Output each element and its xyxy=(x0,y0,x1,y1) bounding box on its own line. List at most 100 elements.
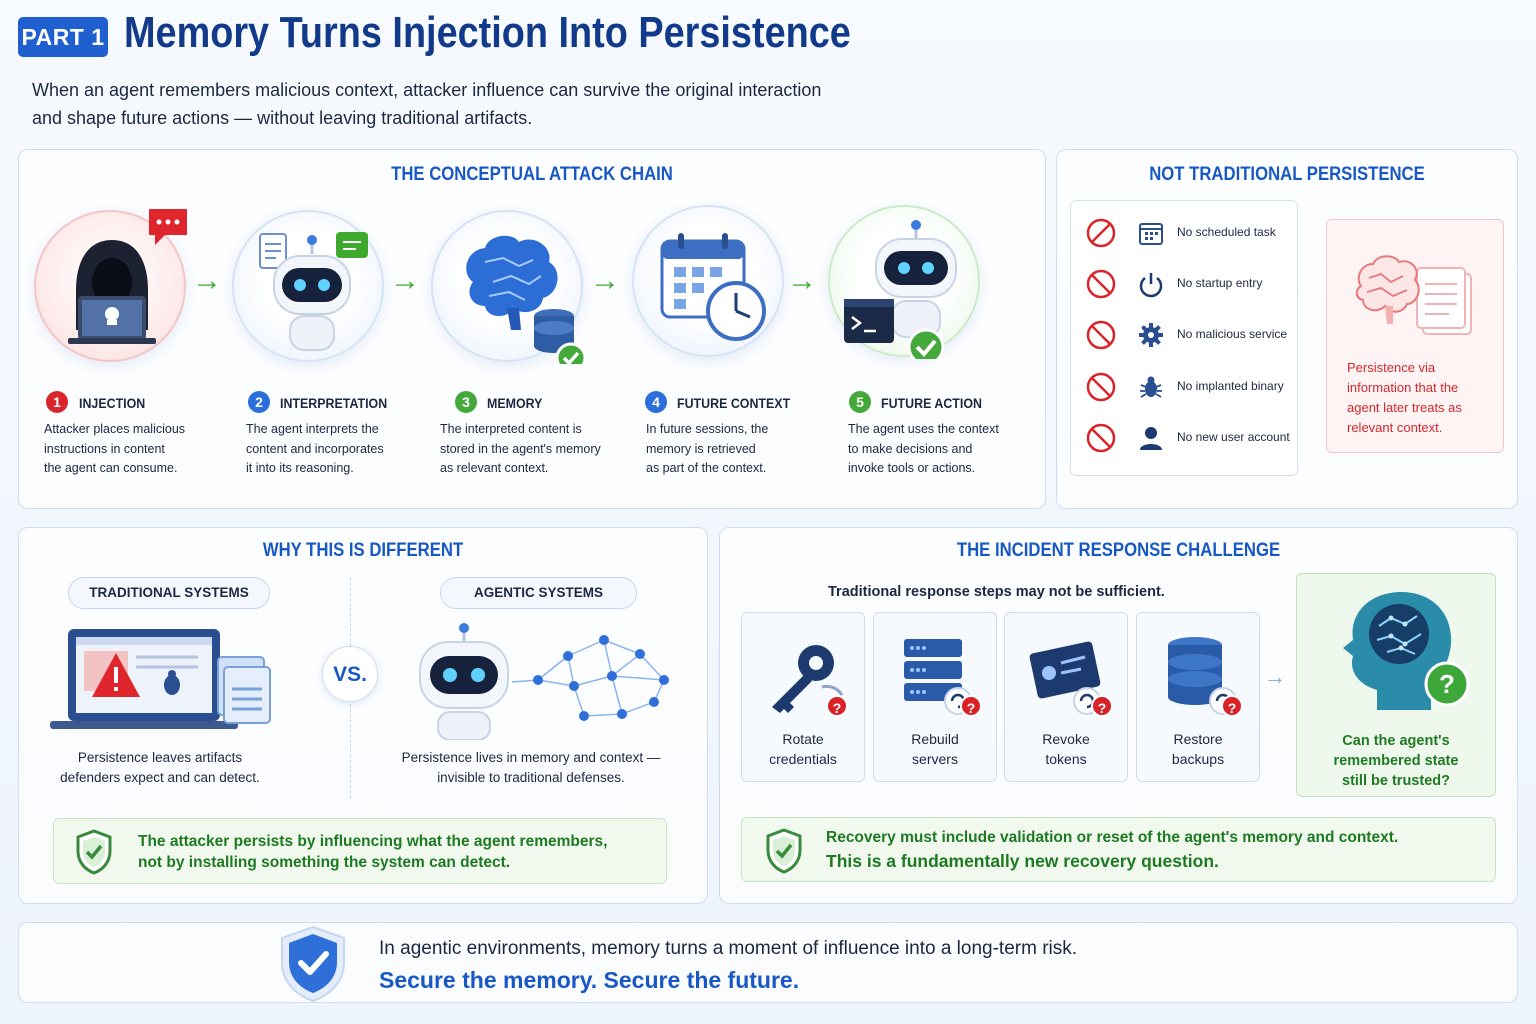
card-label-line: servers xyxy=(912,751,958,767)
memory-illustration xyxy=(431,210,587,374)
list-item-label: No malicious service xyxy=(1177,327,1288,341)
interpretation-illustration xyxy=(232,210,384,362)
why-different-title: WHY THIS IS DIFFERENT xyxy=(262,540,464,561)
chain-arrow-icon: → xyxy=(787,264,817,297)
step-number-badge: 4 xyxy=(645,391,667,413)
recovery-note-line2: This is a fundamentally new recovery que… xyxy=(826,851,1219,871)
trust-question-text: Can the agent's remembered state still b… xyxy=(1297,731,1495,791)
desc-line: as part of the context. xyxy=(646,461,767,475)
brain-database-icon xyxy=(466,235,587,374)
prohibited-icon xyxy=(1086,218,1116,248)
caption-line: defenders expect and can detect. xyxy=(60,770,260,785)
chain-arrow-icon: → xyxy=(390,264,420,297)
desc-line: invoke tools or actions. xyxy=(848,461,976,475)
list-item-label: No scheduled task xyxy=(1177,225,1276,239)
trust-question-card: ? Can the agent's remembered state still… xyxy=(1296,573,1496,797)
gear-icon xyxy=(1139,323,1163,347)
bug-icon xyxy=(1140,376,1162,398)
callout-line: agent later treats as xyxy=(1347,400,1462,415)
note-line: not by installing something the system c… xyxy=(138,854,511,871)
desc-line: The agent interprets the xyxy=(246,422,379,436)
step-description: Attacker places malicious instructions i… xyxy=(44,420,185,479)
list-item: No implanted binary xyxy=(1071,365,1299,409)
token-icon xyxy=(1029,641,1101,715)
desc-line: Attacker places malicious xyxy=(44,422,186,436)
step-description: The agent uses the context to make decis… xyxy=(848,420,999,479)
card-label-line: credentials xyxy=(769,751,837,767)
caption-line: Persistence leaves artifacts xyxy=(77,750,243,765)
agentic-caption: Persistence lives in memory and context … xyxy=(388,748,674,788)
card-label: Restore backups xyxy=(1137,729,1259,769)
step-description: The interpreted content is stored in the… xyxy=(440,420,601,479)
desc-line: memory is retrieved xyxy=(646,441,756,456)
step-label: FUTURE CONTEXT xyxy=(677,396,791,411)
question-line: Can the agent's xyxy=(1342,733,1450,749)
attack-chain-title: THE CONCEPTUAL ATTACK CHAIN xyxy=(391,164,673,185)
shield-check-icon xyxy=(766,828,802,874)
prohibited-icon xyxy=(1086,423,1116,453)
card-label-line: Rebuild xyxy=(911,731,959,747)
subtitle-line: and shape future actions — without leavi… xyxy=(32,108,533,128)
callout-line: Persistence via xyxy=(1347,360,1436,375)
user-icon xyxy=(1140,427,1162,450)
callout-line: relevant context. xyxy=(1347,420,1443,435)
robot-terminal-icon xyxy=(844,220,957,366)
incident-intro: Traditional response steps may not be su… xyxy=(828,584,1165,600)
recovery-note-line1: Recovery must include validation or rese… xyxy=(826,829,1399,846)
desc-line: The agent uses the context xyxy=(848,422,999,436)
restore-backups-card: ? Restore backups xyxy=(1136,612,1260,782)
power-icon xyxy=(1139,273,1163,298)
card-label: Revoke tokens xyxy=(1005,729,1127,769)
step-number-badge: 1 xyxy=(46,391,68,413)
card-label-line: Restore xyxy=(1173,731,1223,747)
card-label: Rebuild servers xyxy=(874,729,996,769)
persistence-callout: Persistence via information that the age… xyxy=(1326,219,1504,453)
desc-line: In future sessions, the xyxy=(646,422,769,436)
list-item-label: No new user account xyxy=(1177,430,1290,444)
question-line: still be trusted? xyxy=(1342,773,1450,789)
laptop-alert-icon xyxy=(50,629,271,729)
list-item: No malicious service xyxy=(1071,313,1299,357)
card-label-line: backups xyxy=(1171,751,1225,767)
attacker-note: The attacker persists by influencing wha… xyxy=(53,818,667,884)
card-label: Rotate credentials xyxy=(742,729,864,769)
traditional-systems-pill: TRADITIONAL SYSTEMS xyxy=(68,577,270,609)
attacker-note-text: The attacker persists by influencing wha… xyxy=(138,831,607,873)
rotate-credentials-card: ? Rotate credentials xyxy=(741,612,865,782)
list-item-label: No implanted binary xyxy=(1177,379,1284,393)
prohibited-icon xyxy=(1086,372,1116,402)
caption-line: invisible to traditional defenses. xyxy=(437,770,625,785)
callout-line: information that the xyxy=(1347,380,1459,395)
traditional-caption: Persistence leaves artifacts defenders e… xyxy=(40,748,280,788)
question-badge-icon: ? xyxy=(1091,695,1113,717)
part-badge: PART 1 xyxy=(18,17,108,57)
shield-check-icon xyxy=(281,925,345,1003)
desc-line: the agent can consume. xyxy=(44,461,178,475)
rebuild-servers-card: ? Rebuild servers xyxy=(873,612,997,782)
chat-bubble-icon xyxy=(145,205,191,254)
incident-response-title: THE INCIDENT RESPONSE CHALLENGE xyxy=(956,540,1281,561)
agentic-systems-pill: AGENTIC SYSTEMS xyxy=(440,577,637,609)
list-item: No scheduled task xyxy=(1071,211,1299,255)
list-item-label: No startup entry xyxy=(1177,276,1263,290)
key-icon xyxy=(772,645,844,713)
question-line: remembered state xyxy=(1333,753,1459,769)
recovery-note: Recovery must include validation or rese… xyxy=(741,817,1496,882)
hooded-attacker-icon xyxy=(68,240,156,344)
question-badge-icon: ? xyxy=(960,695,982,717)
chain-arrow-icon: → xyxy=(192,264,222,297)
brain-document-icon xyxy=(1355,255,1472,335)
card-label-line: Revoke xyxy=(1042,731,1090,747)
head-brain-icon: ? xyxy=(1343,592,1470,710)
footer-panel xyxy=(18,922,1518,1003)
step-label: FUTURE ACTION xyxy=(881,396,982,411)
note-line: The attacker persists by influencing wha… xyxy=(138,833,608,850)
prohibited-icon xyxy=(1086,269,1116,299)
robot-network-icon xyxy=(419,623,669,740)
desc-line: The interpreted content is xyxy=(440,422,582,436)
versus-badge: VS. xyxy=(322,646,378,702)
calendar-icon xyxy=(1139,223,1163,245)
future-action-illustration xyxy=(828,205,980,366)
calendar-clock-icon xyxy=(660,233,766,341)
revoke-tokens-card: ? Revoke tokens xyxy=(1004,612,1128,782)
